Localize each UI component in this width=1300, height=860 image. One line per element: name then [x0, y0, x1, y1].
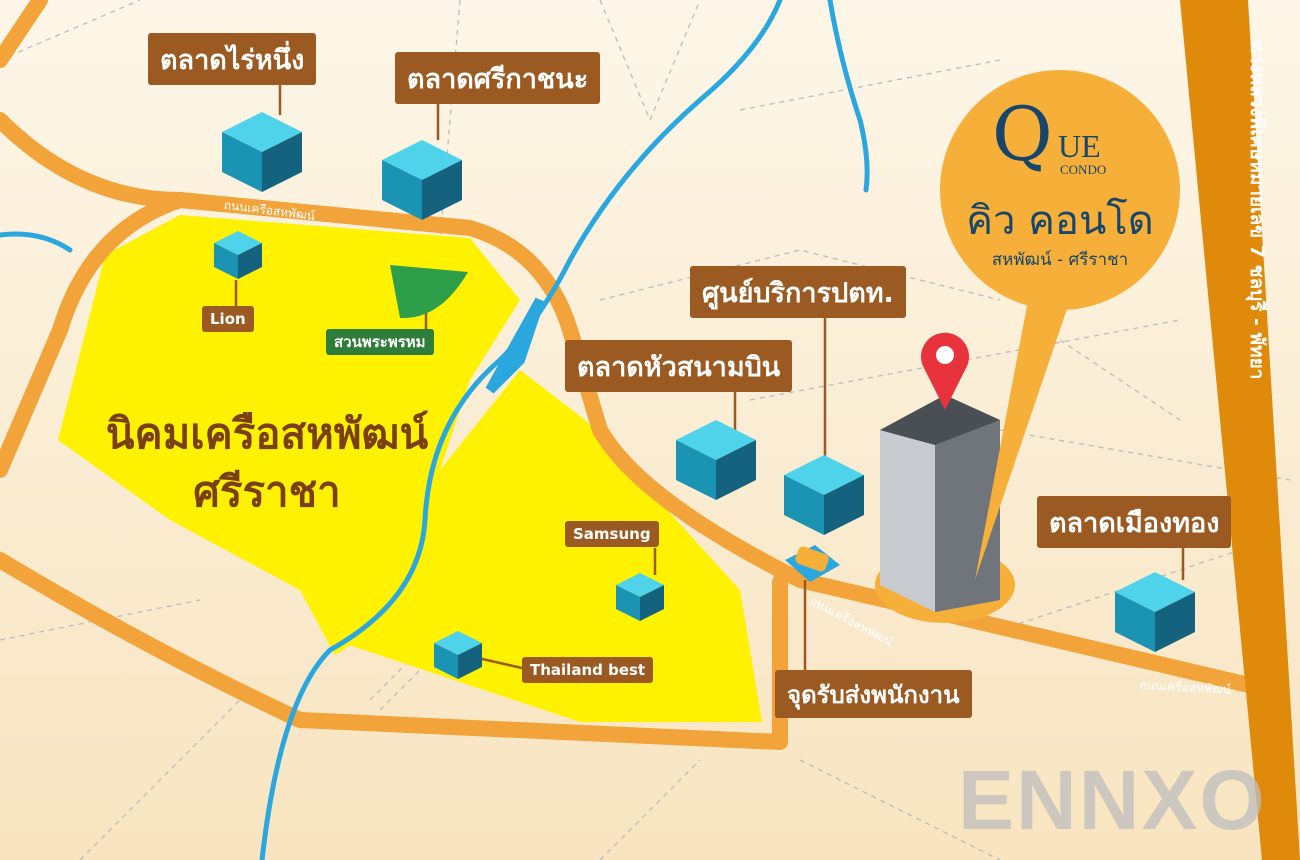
cube-icon: [676, 420, 756, 500]
highway-label: ทางหลวงพิเศษหมายเลข 7 ชลบุรี - พัทยา: [1246, 40, 1268, 380]
place-label-rai-nueng[interactable]: ตลาดไร่หนึ่ง: [148, 33, 317, 85]
logo-condo: CONDO: [1060, 162, 1107, 177]
logo-ue: UE: [1058, 128, 1101, 164]
watermark: ENNXO: [958, 753, 1267, 847]
zone-title-line2: ศรีราชา: [193, 467, 341, 516]
place-label-employee-pickup[interactable]: จุดรับส่งพนักงาน: [775, 670, 972, 718]
place-label-samsung[interactable]: Samsung: [565, 521, 659, 547]
highway-7: [1180, 0, 1300, 860]
zone-title-line1: นิคมเครือสหพัฒน์: [105, 409, 429, 458]
cube-icon: [222, 112, 302, 192]
cube-icon: [1115, 572, 1195, 652]
logo-subtitle: สหพัฒน์ - ศรีราชา: [991, 250, 1129, 270]
que-condo-logo: Q UE CONDO คิว คอนโด สหพัฒน์ - ศรีราชา: [940, 70, 1180, 310]
reservoir: [485, 297, 545, 394]
que-condo-building: [880, 395, 1000, 612]
cube-icon: [616, 573, 664, 621]
place-label-hua-sanam-bin[interactable]: ตลาดหัวสนามบิน: [565, 340, 793, 392]
cube-icon: [434, 631, 482, 679]
logo-q: Q: [992, 92, 1053, 178]
river: [0, 0, 870, 860]
logo-pointer: [975, 290, 1070, 580]
place-label-mueang-thong[interactable]: ตลาดเมืองทอง: [1037, 496, 1232, 548]
place-label-phra-phrom-park[interactable]: สวนพระพรหม: [326, 329, 434, 355]
taxi-icon: [785, 545, 840, 582]
place-label-sri-kachana[interactable]: ตลาดศรีกาชนะ: [395, 52, 601, 104]
place-label-thailand-best[interactable]: Thailand best: [522, 657, 654, 683]
place-label-ptt-service[interactable]: ศูนย์บริการปตท.: [690, 266, 906, 318]
zone-title: นิคมเครือสหพัฒน์ ศรีราชา: [92, 405, 442, 521]
park-icon: [390, 265, 468, 319]
cube-icon: [214, 231, 262, 279]
logo-name-thai: คิว คอนโด: [966, 198, 1154, 244]
industrial-zone-east: [340, 370, 762, 722]
cube-icon: [784, 455, 864, 535]
cube-icon: [382, 140, 462, 220]
location-pin-icon: [920, 332, 970, 410]
place-label-lion[interactable]: Lion: [202, 306, 254, 332]
roads: [0, 0, 1278, 750]
